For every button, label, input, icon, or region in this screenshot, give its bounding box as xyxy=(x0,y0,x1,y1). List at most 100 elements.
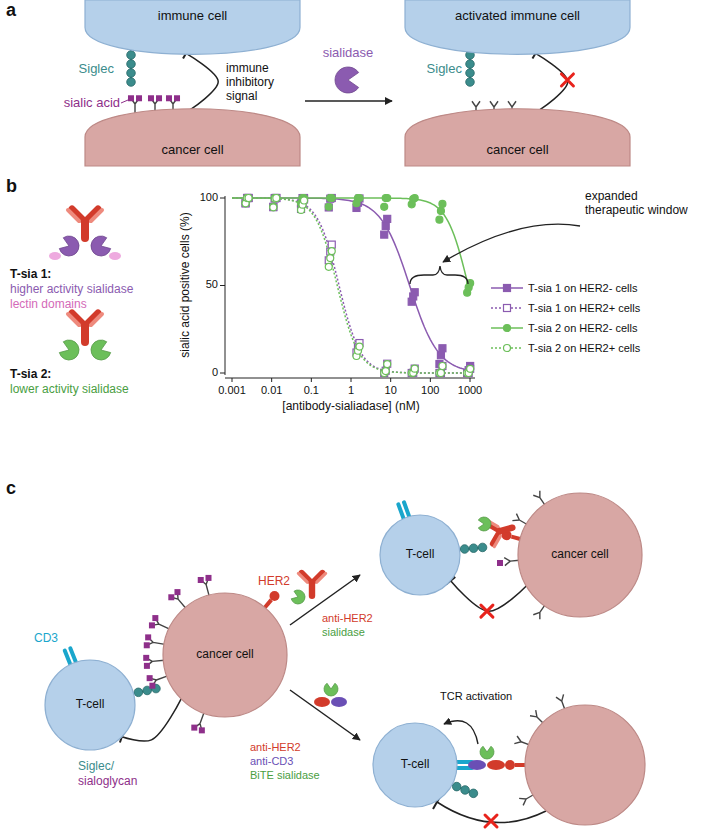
panel-c-top-art xyxy=(478,517,491,531)
annotation: anti-HER2 xyxy=(250,741,301,754)
legend-item: T-sia 1 on HER2- cells xyxy=(490,282,637,294)
panel-c-bottom-art xyxy=(530,710,543,723)
antibody xyxy=(500,528,512,531)
inhibitory-connector xyxy=(186,53,218,109)
panel-letter: b xyxy=(6,176,17,197)
cell-region: cancer cell xyxy=(85,108,300,166)
dose-response-chart xyxy=(245,195,252,202)
dose-response-chart xyxy=(384,195,391,202)
tick-label: 50 xyxy=(206,278,218,291)
dose-response-chart xyxy=(220,198,225,199)
panel-c-top-art xyxy=(469,544,478,553)
dose-response-chart xyxy=(245,195,252,202)
cell-label: cancer cell xyxy=(486,143,548,158)
panel-c-top-art xyxy=(497,560,503,566)
panel-c-bottom-art xyxy=(452,782,461,791)
panel-a-art xyxy=(466,69,475,78)
panel-a-art xyxy=(121,100,128,103)
panel-c-left-art xyxy=(65,650,71,664)
legend-sample xyxy=(504,285,511,292)
dose-response-chart xyxy=(301,197,308,204)
panel-c-top-art xyxy=(398,504,403,518)
tick-label: 10 xyxy=(385,384,397,397)
cell-outline xyxy=(85,108,300,166)
dose-response-chart xyxy=(384,360,391,367)
panel-c-top-art xyxy=(512,514,527,525)
panel-a-art xyxy=(466,78,475,87)
panel-b-art xyxy=(91,236,111,256)
annotation: Siglec/ xyxy=(78,760,114,774)
panel-c-left-art xyxy=(206,575,212,581)
cell-circle: T-cell xyxy=(45,660,135,750)
panel-c-top-art xyxy=(533,491,545,505)
legend-item: T-sia 2 on HER2- cells xyxy=(490,322,637,334)
panel-c-bottom-art xyxy=(556,694,565,709)
cell-circle: T-cell xyxy=(373,723,457,807)
annotation: Siglec xyxy=(427,62,462,77)
cell-label: T-cell xyxy=(401,758,430,772)
dose-response-chart xyxy=(381,231,388,238)
dose-response-chart xyxy=(270,203,277,210)
dose-response-chart xyxy=(311,378,312,382)
cell-outline xyxy=(380,515,460,595)
dose-response-chart xyxy=(437,352,444,359)
annotation: sialidase xyxy=(323,46,374,61)
panel-a-art xyxy=(335,67,359,93)
dose-response-chart xyxy=(232,378,233,382)
legend-sample xyxy=(490,282,524,294)
dose-response-chart xyxy=(411,289,418,296)
dose-response-chart xyxy=(384,361,391,368)
dose-response-chart xyxy=(271,378,272,382)
dose-response-chart xyxy=(356,343,363,350)
cell-label: activated immune cell xyxy=(455,9,580,24)
dose-response-chart xyxy=(232,198,470,370)
annotation: Siglec xyxy=(79,62,114,77)
annotation: sialidase xyxy=(322,626,365,639)
dose-response-chart xyxy=(410,266,468,284)
dose-response-chart xyxy=(356,195,363,202)
annotation: TCR activation xyxy=(440,690,512,703)
dose-response-chart xyxy=(382,368,389,375)
panel-c-left-art xyxy=(198,577,204,583)
cell-label: cancer cell xyxy=(196,648,253,662)
dose-response-chart xyxy=(232,198,470,293)
panel-c-left-art xyxy=(152,615,158,621)
dose-response-chart xyxy=(470,378,471,382)
panel-a-art xyxy=(156,95,162,101)
cell-label: T-cell xyxy=(76,698,105,712)
panel-c-bottom-art xyxy=(519,795,534,806)
annotation: HER2 xyxy=(258,575,290,589)
antibody xyxy=(81,326,89,342)
dose-response-chart xyxy=(273,195,280,202)
annotation: lectin domains xyxy=(10,298,87,312)
panel-c-top-art xyxy=(533,605,545,619)
cell-outline xyxy=(405,0,630,54)
legend-text: T-sia 2 on HER2- cells xyxy=(528,322,637,334)
panel-c-left-art xyxy=(144,642,150,648)
panel-c-left-art xyxy=(290,690,360,740)
dose-response-chart xyxy=(411,195,418,202)
cell-outline xyxy=(85,0,300,54)
panel-c-left-art xyxy=(331,697,347,707)
dose-response-chart xyxy=(328,195,335,202)
panel-a-art xyxy=(127,69,136,78)
block-mark xyxy=(481,605,493,617)
panel-a-art xyxy=(305,100,392,102)
dose-response-chart xyxy=(225,378,475,379)
tick-label: 1 xyxy=(348,384,354,397)
panel-a-art xyxy=(148,95,154,101)
dose-response-chart xyxy=(356,195,363,202)
cell-circle: cancer cell xyxy=(163,593,287,717)
annotation: [antibody-sialiadase] (nM) xyxy=(282,400,419,414)
tick-label: sialic acid positive cells (%) xyxy=(179,212,193,357)
cell-label: cancer cell xyxy=(551,548,608,562)
antibody xyxy=(68,313,102,342)
panel-c-bottom-art xyxy=(461,786,470,795)
dose-response-chart xyxy=(328,248,335,255)
dose-response-chart xyxy=(430,378,431,382)
cell-region: activated immune cell xyxy=(405,0,630,55)
cell-circle: T-cell xyxy=(380,515,460,595)
panel-c-top-art xyxy=(504,558,519,566)
block-mark xyxy=(561,74,573,86)
